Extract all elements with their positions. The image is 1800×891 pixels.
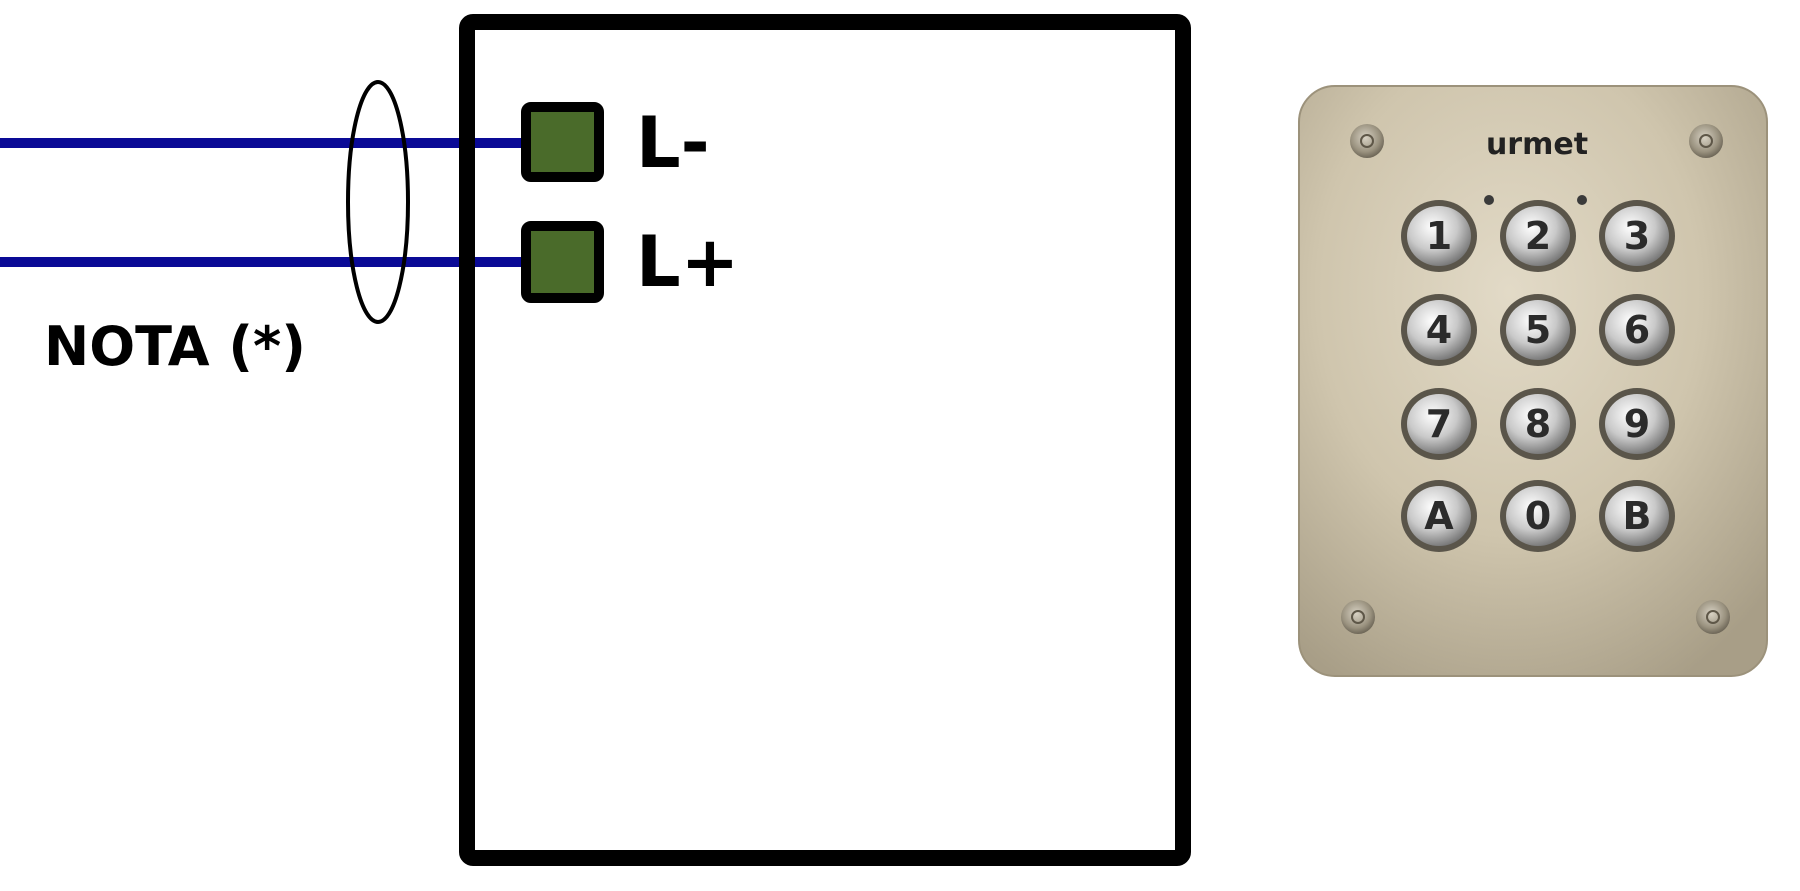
note-label: NOTA (*) [44,315,306,378]
terminal-label-l-plus: L+ [636,221,740,303]
keypad-key-label: 7 [1426,402,1452,446]
keypad-key-0: 0 [1500,480,1576,552]
keypad-key-6: 6 [1599,294,1675,366]
led-indicator-icon [1484,195,1494,205]
keypad-key-B: B [1599,480,1675,552]
device-box [459,14,1191,866]
screw-icon [1696,600,1730,634]
keypad-key-9: 9 [1599,388,1675,460]
keypad-plate [1298,85,1768,677]
keypad-key-8: 8 [1500,388,1576,460]
keypad-key-7: 7 [1401,388,1477,460]
terminal-l-plus [521,221,604,303]
keypad-key-label: A [1424,494,1454,538]
keypad-photo: urmet 1 2 3 4 5 6 7 8 9A 0 B [1298,85,1768,677]
keypad-key-label: 6 [1624,308,1650,352]
terminal-label-l-minus: L- [636,102,710,184]
screw-icon [1341,600,1375,634]
screw-icon [1689,124,1723,158]
keypad-brand: urmet [1486,127,1588,162]
cable-bundle-ellipse [346,80,410,324]
keypad-key-label: B [1623,494,1652,538]
keypad-key-label: 2 [1525,214,1551,258]
led-indicator-icon [1577,195,1587,205]
keypad-key-5: 5 [1500,294,1576,366]
keypad-keys: 1 2 3 4 5 6 7 8 9A 0 B [1401,200,1675,552]
keypad-key-4: 4 [1401,294,1477,366]
keypad-key-label: 3 [1624,214,1650,258]
keypad-key-3: 3 [1599,200,1675,272]
keypad-key-label: 8 [1525,402,1551,446]
keypad-key-2: 2 [1500,200,1576,272]
keypad-key-label: 9 [1624,402,1650,446]
keypad-key-label: 4 [1426,308,1452,352]
keypad-key-label: 1 [1426,214,1452,258]
keypad-key-label: 0 [1525,494,1551,538]
keypad-key-A: A [1401,480,1477,552]
keypad-key-1: 1 [1401,200,1477,272]
terminal-l-minus [521,102,604,182]
keypad-key-label: 5 [1525,308,1551,352]
screw-icon [1350,124,1384,158]
